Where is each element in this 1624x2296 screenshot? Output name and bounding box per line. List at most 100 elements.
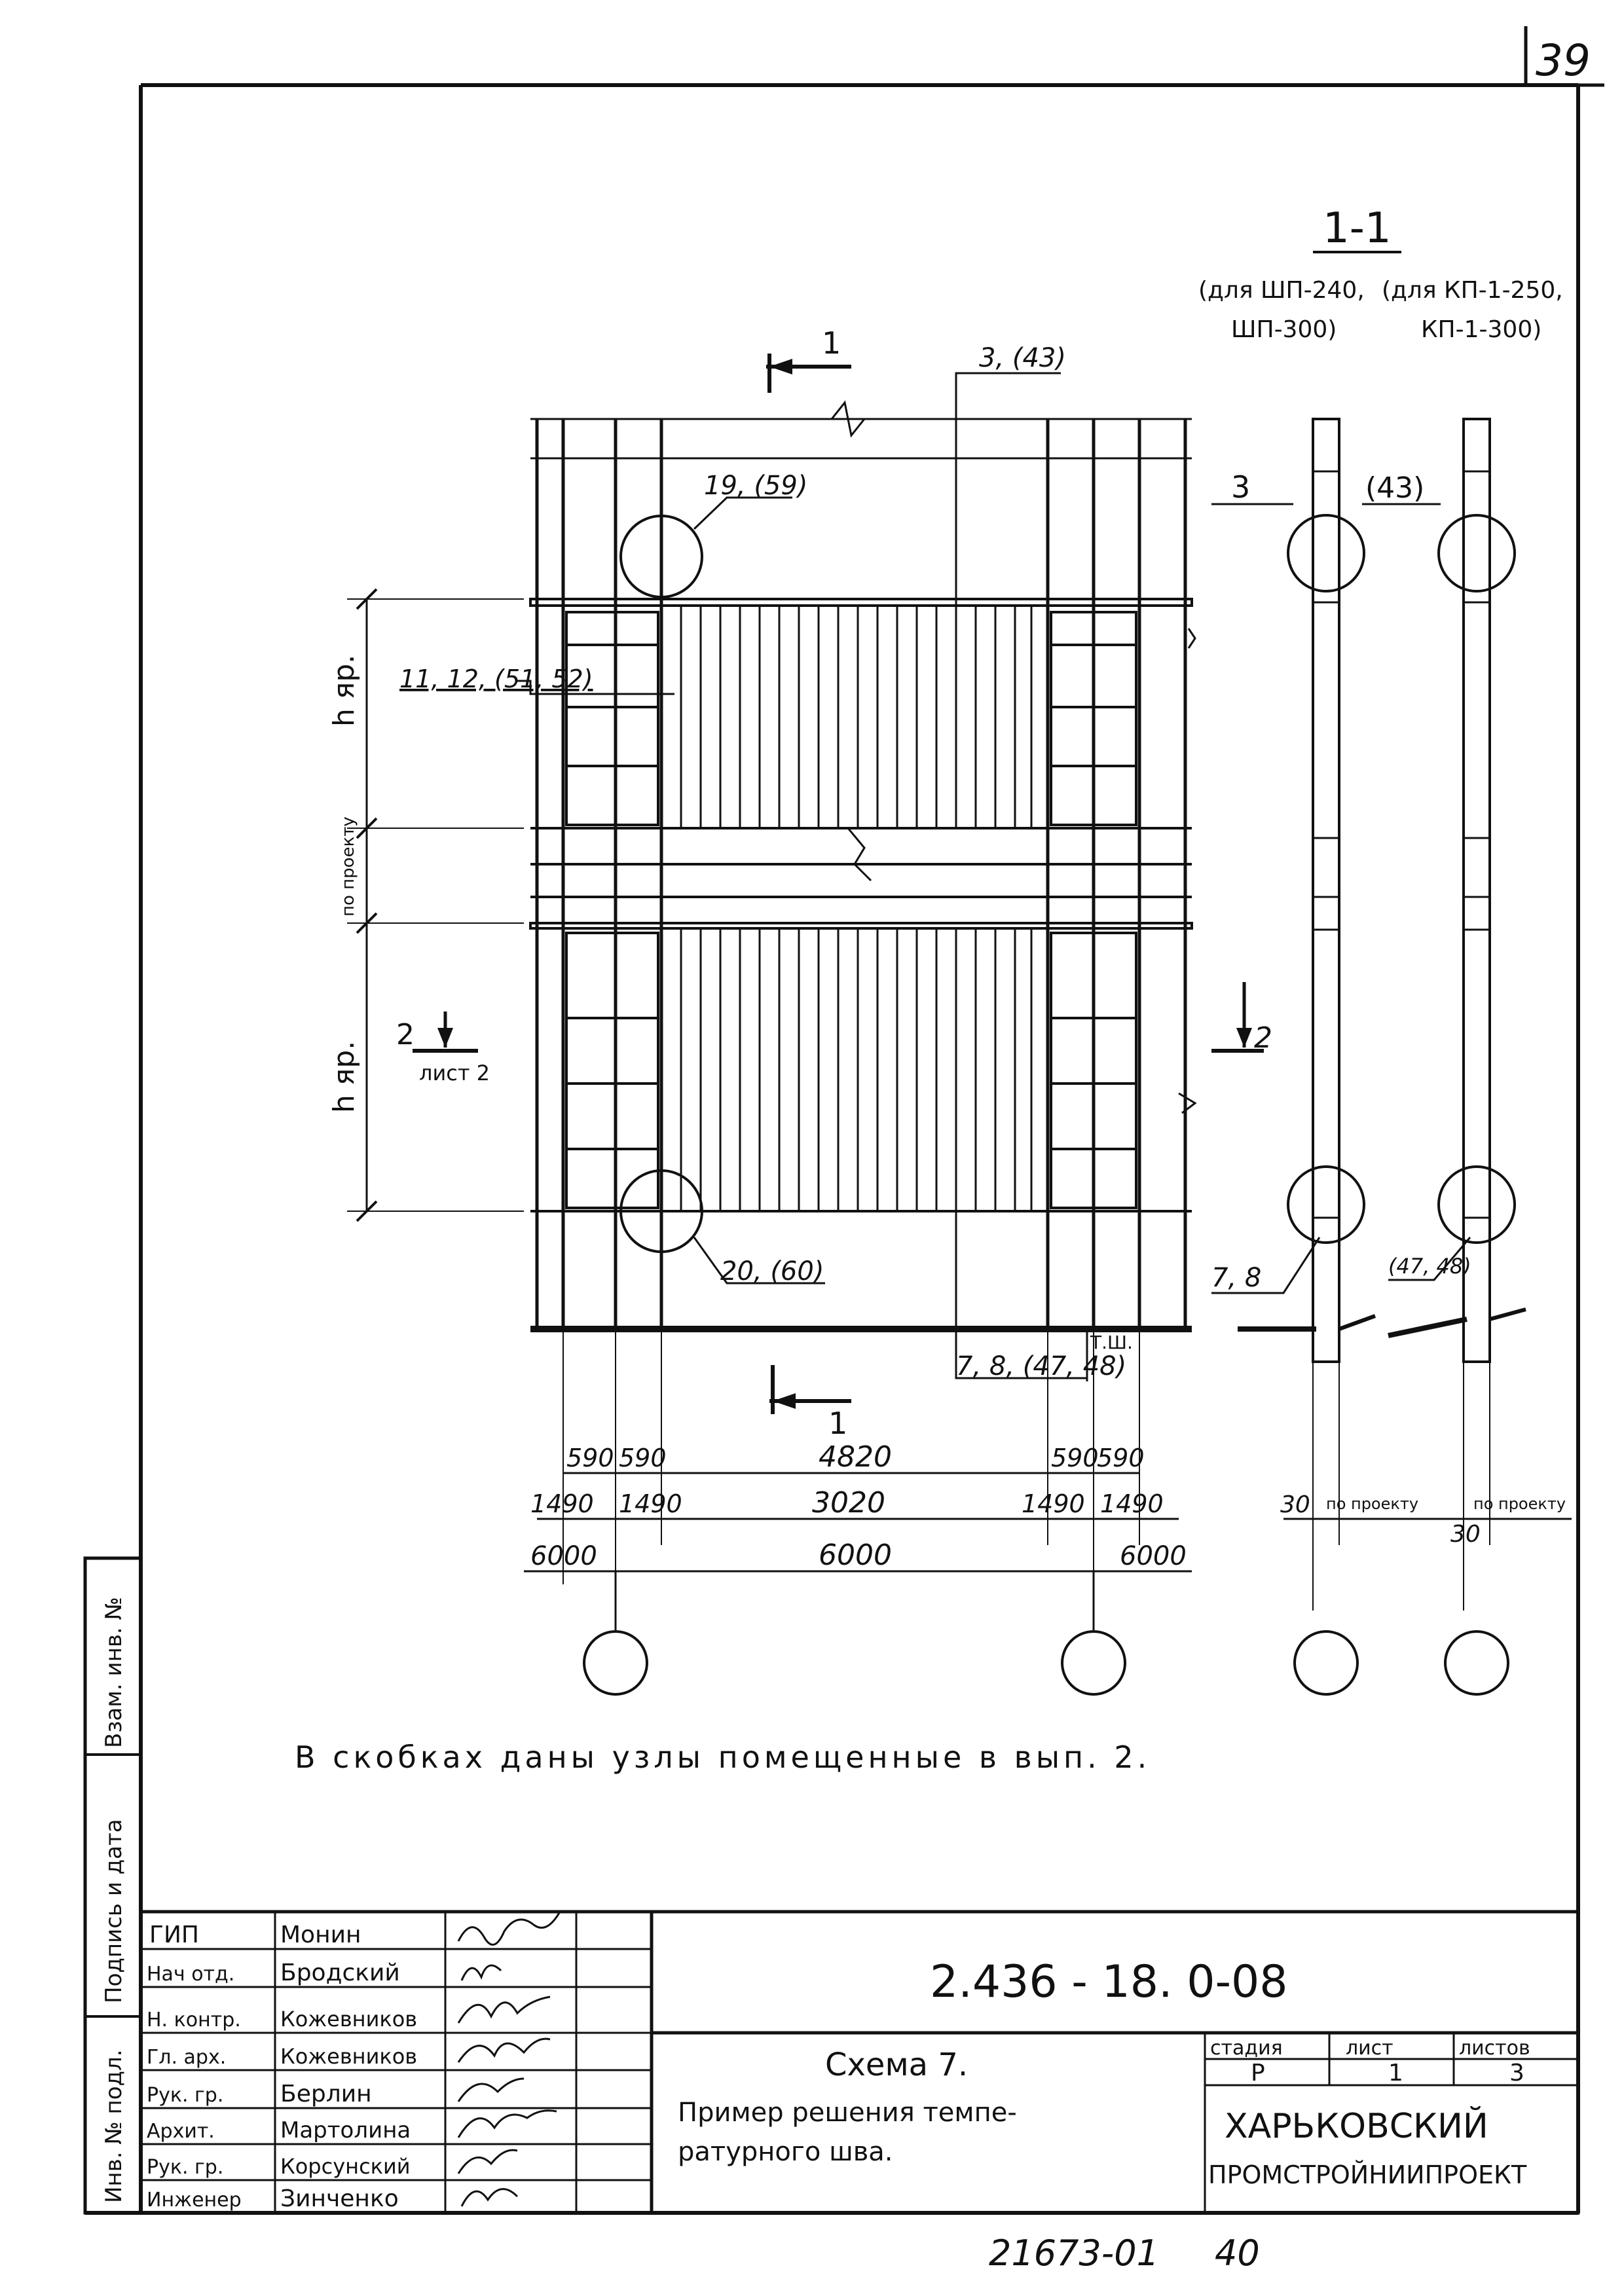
section-label-bottom-left: 7, 8	[1211, 1263, 1261, 1293]
section-right-col-1: (для КП-1-250,	[1382, 277, 1563, 304]
side-field-sign-date: Подпись и дата	[101, 1819, 127, 2003]
svg-text:1490: 1490	[1022, 1489, 1085, 1518]
section-title: 1-1	[1323, 204, 1392, 253]
staff-row-8: Инженер Зинченко	[147, 2185, 399, 2212]
svg-text:6000: 6000	[530, 1541, 597, 1571]
svg-text:Инженер: Инженер	[147, 2189, 242, 2212]
tier-dimensions: h яр. по проекту h яр.	[327, 588, 524, 1222]
page-number: 40	[1215, 2232, 1260, 2274]
side-field-inv-original: Инв. № подл.	[101, 2049, 127, 2203]
svg-text:Н. контр.: Н. контр.	[147, 2009, 241, 2032]
sheet-header: лист	[1346, 2037, 1393, 2060]
label-panel-ref: 3, (43)	[979, 343, 1066, 373]
staff-row-2: Нач отд. Бродский	[147, 1959, 400, 1986]
cut-mark-1-bottom: 1	[769, 1365, 851, 1441]
svg-text:2: 2	[1254, 1021, 1272, 1055]
svg-text:лист 2: лист 2	[419, 1061, 490, 1085]
svg-text:1: 1	[822, 325, 841, 361]
svg-text:Монин: Монин	[280, 1922, 361, 1948]
title-line-2: Пример решения темпе-	[678, 2098, 1017, 2128]
svg-text:Берлин: Берлин	[280, 2081, 372, 2107]
svg-text:1: 1	[828, 1406, 847, 1441]
document-code: 2.436 - 18. 0-08	[930, 1956, 1288, 2008]
svg-text:1490: 1490	[530, 1489, 594, 1518]
staff-row-1: ГИП Монин	[149, 1922, 361, 1948]
section-left-col-1: (для ШП-240,	[1198, 277, 1365, 304]
svg-text:6000: 6000	[819, 1539, 892, 1572]
section-axis-bubble-1	[1293, 1630, 1359, 1696]
svg-text:Гл. арх.: Гл. арх.	[147, 2046, 226, 2069]
title-block: ГИП Монин Нач отд. Бродский Н. контр. Ко…	[139, 1910, 1580, 2215]
svg-text:590: 590	[619, 1444, 667, 1472]
section-node-bottom-right	[1437, 1165, 1516, 1244]
node-circle-top	[619, 515, 703, 598]
section-dim-30-b: 30	[1450, 1521, 1481, 1548]
drawing-frame	[85, 83, 1580, 2215]
label-node-top: 19, (59)	[704, 471, 807, 501]
staff-row-6: Архит. Мартолина	[147, 2117, 411, 2143]
dim-row-2: 1490 1490 3020 1490 1490	[530, 1486, 1164, 1520]
sheet-number-box: 39	[1524, 26, 1604, 87]
svg-text:Кожевников: Кожевников	[280, 2044, 417, 2069]
svg-text:Зинченко: Зинченко	[280, 2185, 399, 2212]
section-label-right: (43)	[1365, 471, 1424, 505]
stage-value: Р	[1251, 2060, 1265, 2086]
side-stamp: Взам. инв. № Подпись и дата Инв. № подл.	[83, 1556, 143, 2215]
svg-text:590: 590	[1051, 1444, 1099, 1472]
svg-text:Рук. гр.: Рук. гр.	[147, 2084, 223, 2107]
svg-text:ГИП: ГИП	[149, 1922, 199, 1948]
svg-text:Архит.: Архит.	[147, 2120, 215, 2143]
svg-text:Корсунский: Корсунский	[280, 2154, 411, 2179]
h-tier-bottom: h яр.	[327, 1041, 361, 1113]
sheets-value: 3	[1509, 2060, 1524, 2086]
svg-text:Нач отд.: Нач отд.	[147, 1963, 234, 1986]
svg-text:Кожевников: Кожевников	[280, 2007, 417, 2032]
section-left-col-2: ШП-300)	[1231, 316, 1337, 343]
cut-mark-2-left: 2 лист 2	[396, 1011, 490, 1085]
section-node-bottom-left	[1287, 1165, 1365, 1244]
horizontal-dimensions: 590 590 4820 590 590 1490 1490 3020 1490…	[524, 1329, 1192, 1584]
svg-text:6000: 6000	[1120, 1541, 1187, 1571]
elevation-view: 19, (59) 20, (60) 3, (43) 7, 8, (47, 48)…	[327, 325, 1272, 1696]
label-node-bottom: 20, (60)	[720, 1256, 824, 1286]
organization-line-2: ПРОМСТРОЙНИИПРОЕКТ	[1208, 2160, 1527, 2189]
svg-text:2: 2	[396, 1018, 415, 1051]
signatures	[457, 1911, 561, 2207]
svg-text:Рук. гр.: Рук. гр.	[147, 2156, 223, 2179]
by-project-vertical: по проекту	[339, 816, 358, 917]
note-text: В скобках даны узлы помещенные в вып. 2.	[295, 1740, 1151, 1775]
cut-mark-2-right: 2	[1211, 982, 1272, 1055]
section-axis-bubble-2	[1444, 1630, 1509, 1696]
sheet-number: 39	[1536, 35, 1591, 86]
svg-text:1490: 1490	[619, 1489, 682, 1518]
svg-text:1490: 1490	[1100, 1489, 1164, 1518]
section-label-bottom-right: (47, 48)	[1388, 1254, 1471, 1279]
organization-line-1: ХАРЬКОВСКИЙ	[1225, 2106, 1488, 2146]
section-dim-by-project-1: по проекту	[1326, 1495, 1418, 1513]
staff-row-3: Н. контр. Кожевников	[147, 2007, 417, 2032]
section-view: 1-1 (для ШП-240, ШП-300) (для КП-1-250, …	[1198, 204, 1572, 1696]
section-node-top-right	[1437, 514, 1516, 592]
staff-row-4: Гл. арх. Кожевников	[147, 2044, 417, 2069]
svg-text:3020: 3020	[812, 1486, 885, 1520]
svg-text:Бродский: Бродский	[280, 1959, 400, 1986]
label-ts: Т.Ш.	[1090, 1332, 1133, 1353]
svg-text:4820: 4820	[819, 1440, 892, 1474]
cut-mark-1-top: 1	[766, 325, 851, 393]
inventory-number: 21673-01	[989, 2232, 1159, 2274]
label-bottom-ref: 7, 8, (47, 48)	[956, 1351, 1126, 1381]
side-field-replace-inv: Взам. инв. №	[101, 1597, 127, 1748]
svg-text:590: 590	[1097, 1444, 1145, 1472]
section-right-col-2: КП-1-300)	[1421, 316, 1541, 343]
dim-row-3: 6000 6000 6000	[530, 1539, 1187, 1572]
section-dim-30: 30	[1280, 1491, 1310, 1518]
h-tier-top: h яр.	[327, 655, 361, 727]
staff-row-7: Рук. гр. Корсунский	[147, 2154, 411, 2179]
section-dim-by-project-2: по проекту	[1473, 1495, 1566, 1513]
svg-text:Мартолина: Мартолина	[280, 2117, 411, 2143]
staff-row-5: Рук. гр. Берлин	[147, 2081, 372, 2107]
title-line-1: Схема 7.	[825, 2047, 968, 2083]
sheet-value: 1	[1388, 2060, 1403, 2086]
axis-bubble-1	[583, 1630, 648, 1696]
